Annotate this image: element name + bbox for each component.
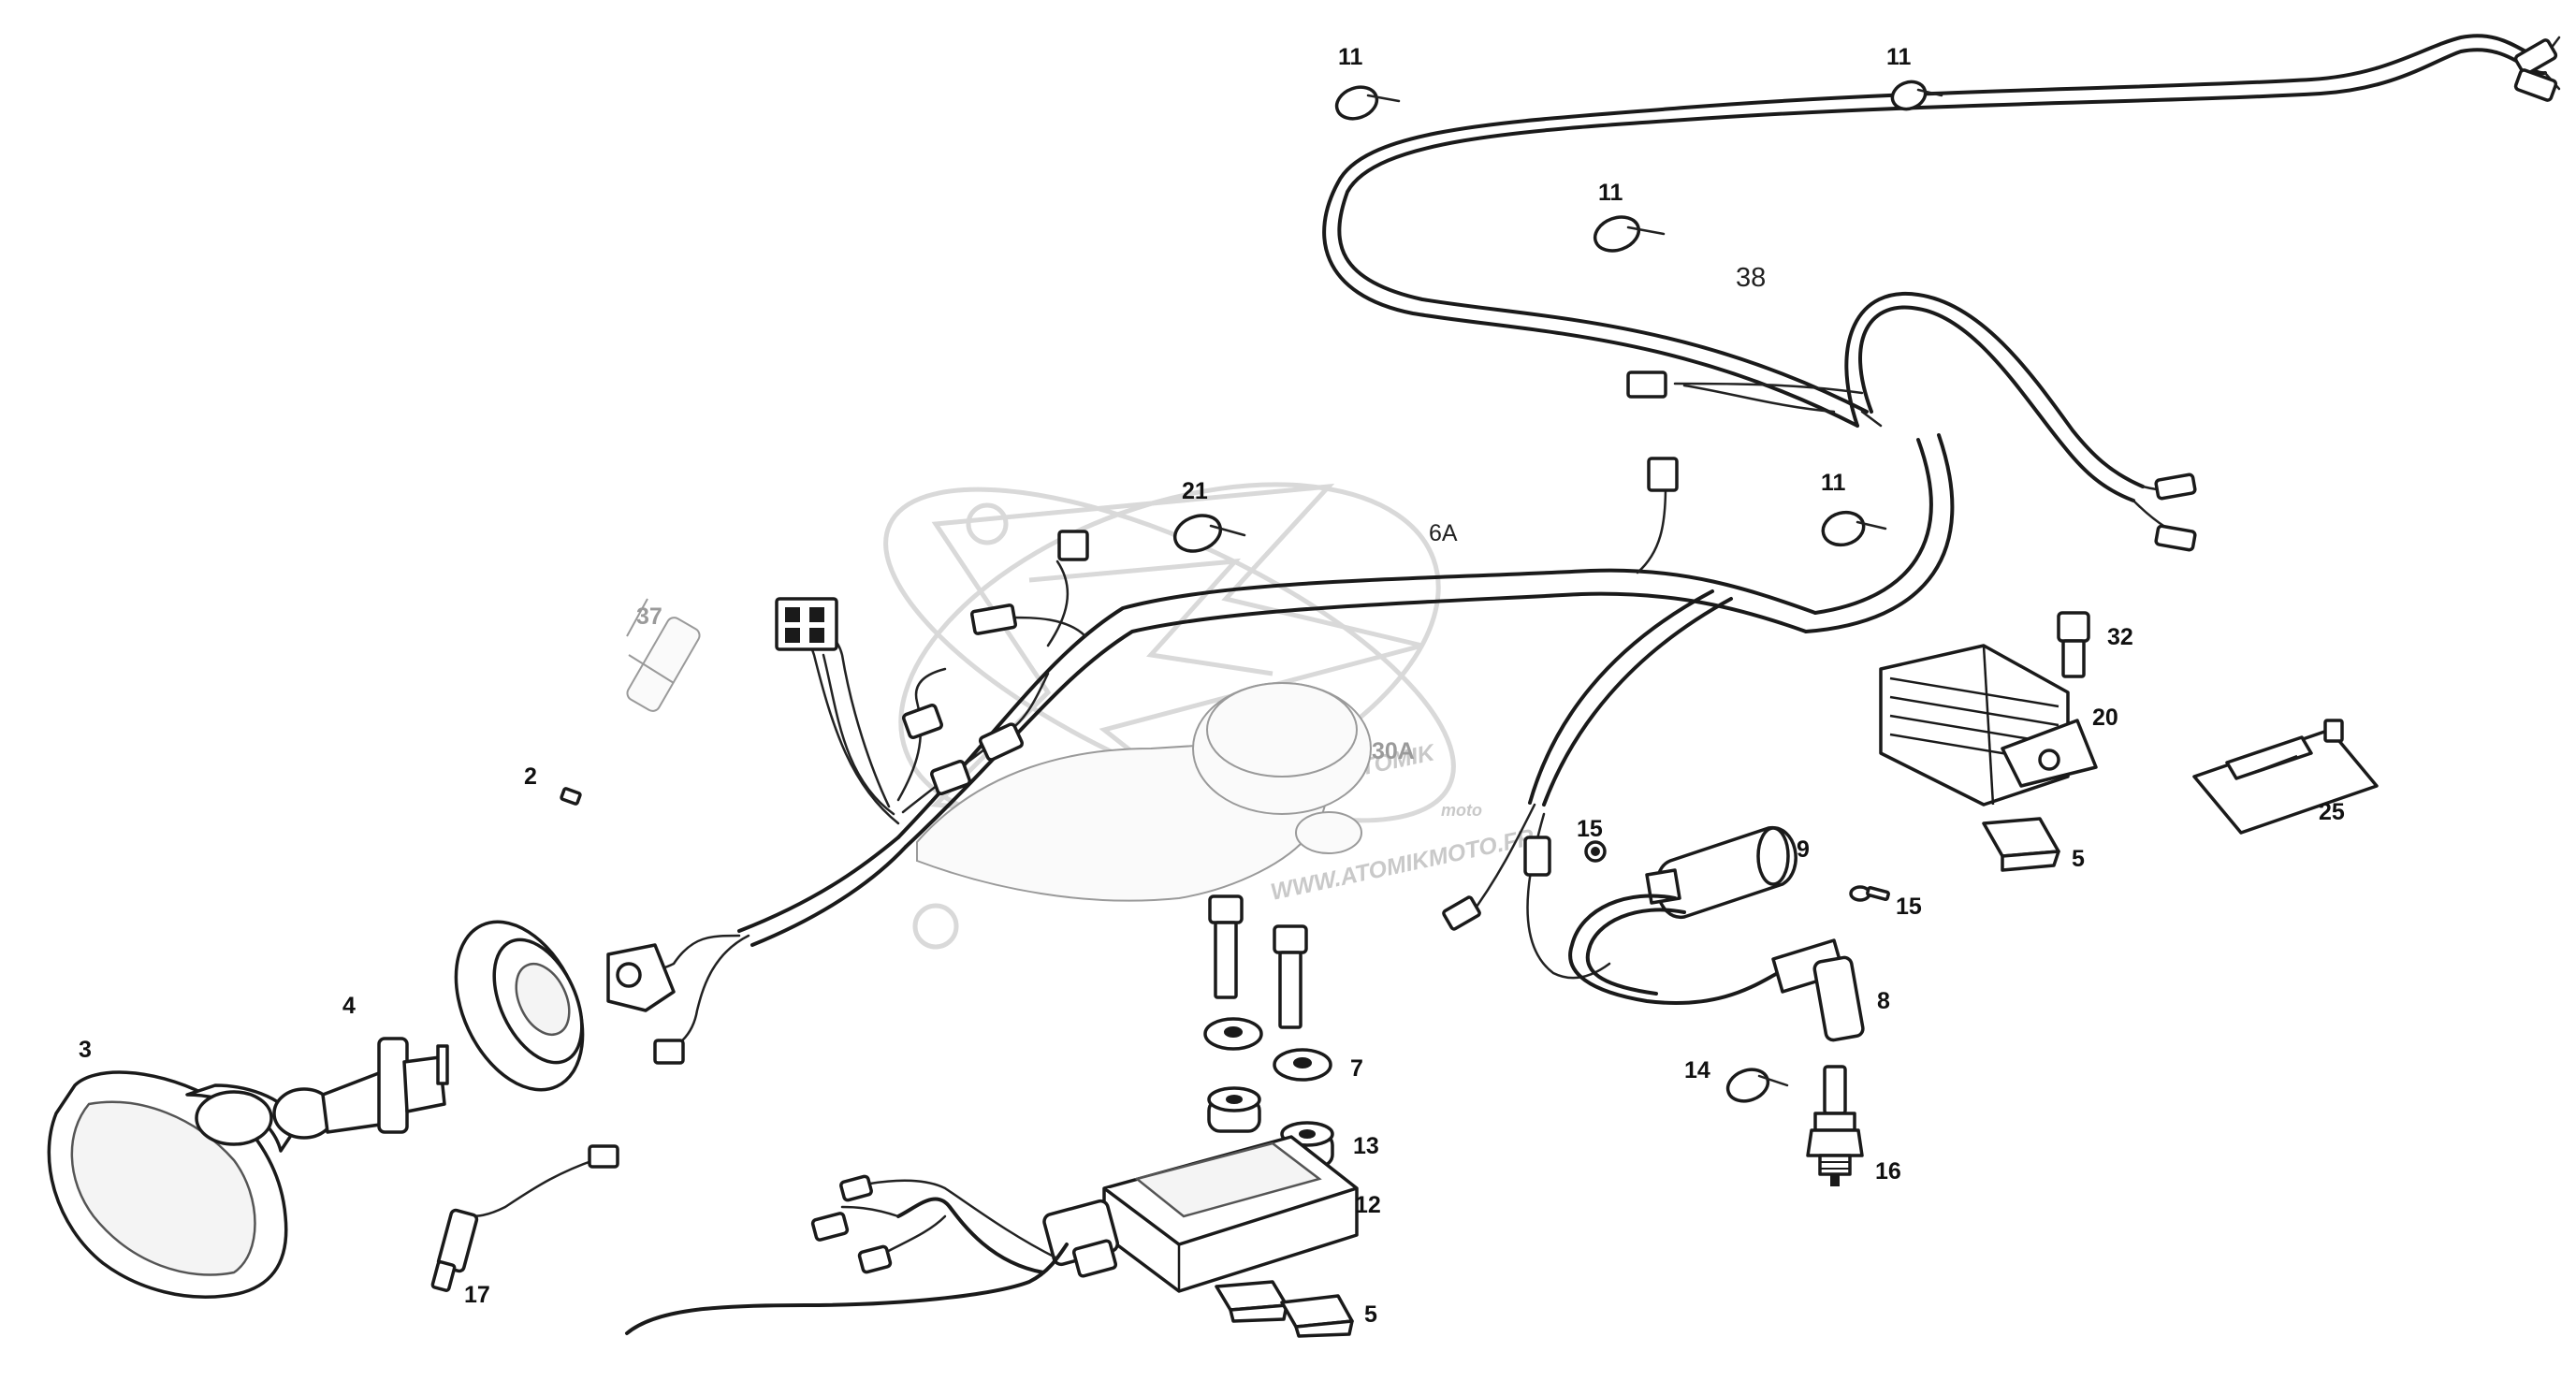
part-15-screw-b — [1849, 885, 1890, 902]
part-17-sensor — [430, 1144, 619, 1292]
wiring-harness-38 — [1322, 34, 2561, 552]
cdi-connector-c — [857, 1244, 893, 1274]
callout-20: 20 — [2092, 705, 2118, 731]
callout-11-d: 11 — [1821, 470, 1846, 496]
part-5-clip-nut-a — [1215, 1280, 1288, 1323]
connector-38-end-a — [2513, 38, 2558, 76]
part-37-fuse-holder — [626, 598, 701, 712]
cdi-mounting-bolt-a — [1208, 894, 1244, 999]
callout-8: 8 — [1877, 988, 1890, 1014]
harness-connectors — [653, 457, 1679, 1065]
callout-17: 17 — [464, 1282, 490, 1308]
callout-15-b: 15 — [1896, 894, 1922, 920]
callout-3: 3 — [79, 1037, 92, 1063]
harness-connector-d — [969, 603, 1018, 635]
part-13-grommet-a — [1207, 1086, 1261, 1133]
part-32-bolt — [2057, 611, 2090, 678]
callout-4: 4 — [342, 993, 356, 1019]
headlight-socket — [606, 943, 676, 1012]
part-21-cable-clamp — [1172, 514, 1246, 553]
callout-5-regulator: 5 — [2072, 846, 2085, 872]
cdi-mounting-bolt-b — [1273, 924, 1308, 1029]
callout-11-c: 11 — [1598, 180, 1623, 206]
harness-connector-f — [1647, 457, 1679, 492]
part-7-washer-b — [1273, 1048, 1332, 1082]
cdi-connector-b — [839, 1174, 873, 1202]
part-20-voltage-regulator — [1879, 644, 2098, 807]
part-16-spark-plug — [1806, 1065, 1864, 1186]
callout-7: 7 — [1350, 1055, 1363, 1082]
harness-connector-a — [902, 704, 943, 739]
callout-12: 12 — [1355, 1192, 1381, 1218]
part-9-ignition-coil — [1568, 826, 1797, 1005]
callout-32: 32 — [2107, 624, 2133, 650]
part-2-fuse — [560, 787, 582, 806]
callout-5-cdi: 5 — [1364, 1301, 1377, 1328]
cdi-connector-a — [810, 1212, 850, 1242]
part-30a-starter-relay — [916, 682, 1372, 902]
callout-25: 25 — [2319, 799, 2345, 825]
callout-14: 14 — [1684, 1057, 1710, 1083]
callout-9: 9 — [1797, 836, 1810, 863]
part-5-clip-nut-regulator — [1982, 817, 2060, 872]
part-7-washer-a — [1203, 1017, 1263, 1051]
cdi-wiring — [625, 1174, 1069, 1335]
harness-connector-e — [1057, 530, 1089, 561]
callout-11-b: 11 — [1886, 44, 1912, 70]
part-25-module — [2192, 719, 2379, 835]
harness-connector-c — [978, 722, 1025, 762]
callout-16: 16 — [1875, 1158, 1901, 1185]
harness-connector-b — [930, 760, 971, 795]
connector-38-end-b — [2513, 68, 2558, 102]
part-12-cdi-unit — [1042, 1135, 1359, 1293]
callout-21: 21 — [1182, 478, 1208, 504]
harness-connector-i — [653, 1039, 685, 1065]
callout-37: 37 — [636, 603, 662, 630]
part-11-clamp-c — [1593, 215, 1666, 253]
part-8-spark-plug-cap — [1771, 938, 1865, 1042]
part-5-clip-nut-b — [1280, 1294, 1354, 1338]
connector-38-branch-b — [2154, 524, 2197, 552]
harness-38-split-mark — [1860, 410, 1883, 428]
watermark-brand-sub: moto — [1441, 801, 1482, 820]
harness-connector-g — [1442, 895, 1481, 931]
part-15-screw-a — [1584, 840, 1607, 863]
callout-2: 2 — [524, 763, 537, 790]
part-11-clamp-a — [1334, 85, 1401, 121]
main-wiring-harness — [625, 433, 1955, 1054]
part-3-headlight — [47, 1070, 301, 1299]
callout-labels: 2 3 4 5 5 6A 7 8 9 11 11 11 11 12 13 14 … — [79, 44, 2345, 1328]
callout-30a: 30A — [1372, 738, 1415, 764]
callout-11-a: 11 — [1338, 44, 1363, 70]
callout-38: 38 — [1736, 263, 1766, 293]
callout-15-a: 15 — [1577, 816, 1603, 842]
connector-38-inline — [1626, 371, 1667, 399]
part-11-clamp-d — [1821, 510, 1887, 547]
part-4-headlight-bulb — [272, 1037, 449, 1140]
part-11-clamp-b — [1890, 80, 1943, 111]
harness-connector-h — [1523, 836, 1551, 877]
callout-13: 13 — [1353, 1133, 1379, 1159]
callout-6a: 6A — [1429, 520, 1458, 546]
headlight-cover-ring — [454, 920, 585, 1092]
part-14-cable-clamp — [1725, 1068, 1789, 1103]
connector-38-branch-a — [2154, 472, 2197, 501]
